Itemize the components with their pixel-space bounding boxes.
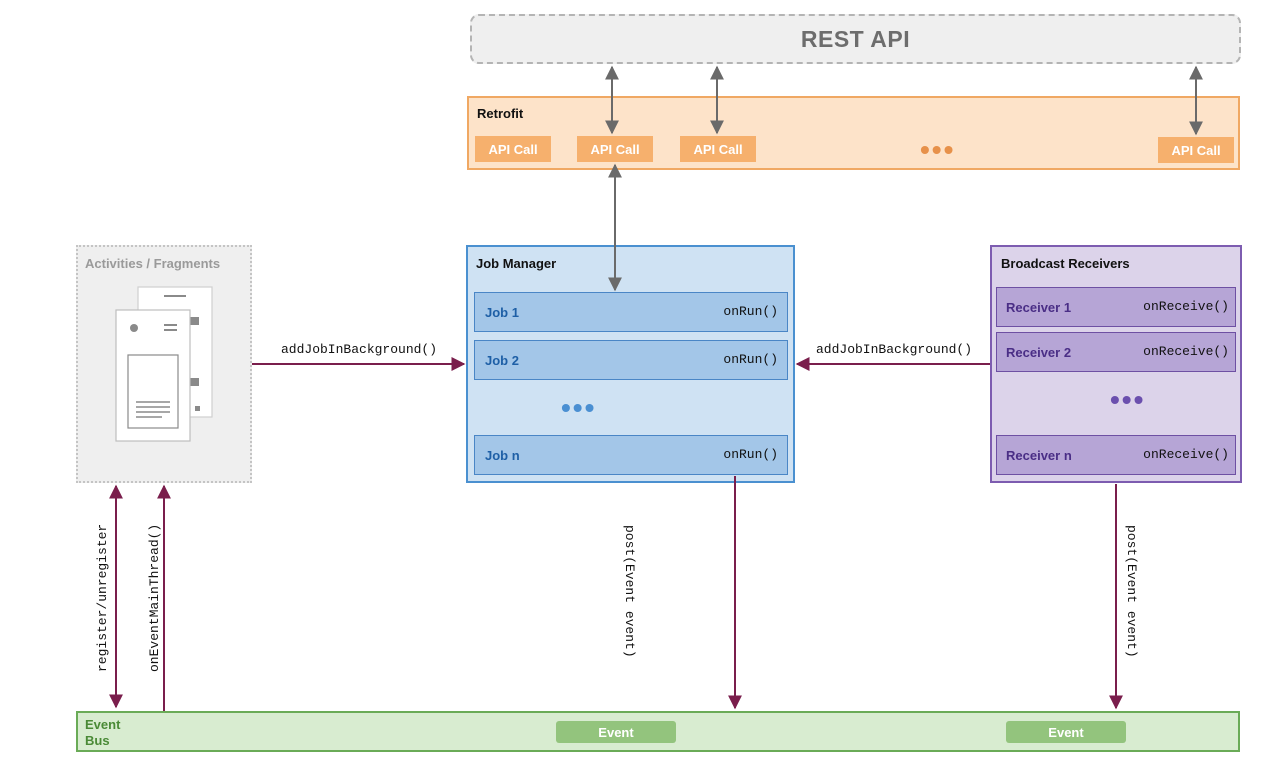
receiver-method: onReceive() (1143, 447, 1229, 462)
job-post-edge-label: post(Event event) (622, 525, 637, 658)
job-method: onRun() (723, 352, 778, 367)
job-method: onRun() (723, 447, 778, 462)
job-row-n: Job n onRun() (474, 435, 788, 475)
receivers-edge-label: addJobInBackground() (816, 342, 973, 357)
job-name: Job 2 (485, 353, 519, 368)
api-call-3: API Call (680, 136, 756, 162)
job-name: Job 1 (485, 305, 519, 320)
rest-api-box: REST API (470, 14, 1241, 64)
job-name: Job n (485, 448, 520, 463)
receiver-row-n: Receiver n onReceive() (996, 435, 1236, 475)
event-pill-1: Event (556, 721, 676, 743)
register-edge-label: register/unregister (95, 523, 110, 672)
event-pill-2: Event (1006, 721, 1126, 743)
activities-edge-label: addJobInBackground() (281, 342, 438, 357)
retrofit-title: Retrofit (477, 106, 524, 121)
receiver-row-2: Receiver 2 onReceive() (996, 332, 1236, 372)
receiver-method: onReceive() (1143, 299, 1229, 314)
receiver-name: Receiver n (1006, 448, 1072, 463)
job-method: onRun() (723, 304, 778, 319)
job-row-2: Job 2 onRun() (474, 340, 788, 380)
job-manager-title: Job Manager (476, 256, 557, 271)
api-call-1: API Call (475, 136, 551, 162)
event-bus-title: Event Bus (85, 717, 121, 748)
receiver-post-edge-label: post(Event event) (1124, 525, 1139, 658)
screens-icon (115, 286, 213, 442)
job-row-1: Job 1 onRun() (474, 292, 788, 332)
activities-title: Activities / Fragments (85, 256, 221, 271)
api-call-2: API Call (577, 136, 653, 162)
broadcast-receivers-title: Broadcast Receivers (1001, 256, 1130, 271)
receiver-row-1: Receiver 1 onReceive() (996, 287, 1236, 327)
api-call-n: API Call (1158, 137, 1234, 163)
receiver-method: onReceive() (1143, 344, 1229, 359)
receiver-name: Receiver 2 (1006, 345, 1072, 360)
receiver-name: Receiver 1 (1006, 300, 1072, 315)
rest-api-label: REST API (800, 25, 911, 52)
main-thread-edge-label: onEventMainThread() (147, 523, 162, 672)
